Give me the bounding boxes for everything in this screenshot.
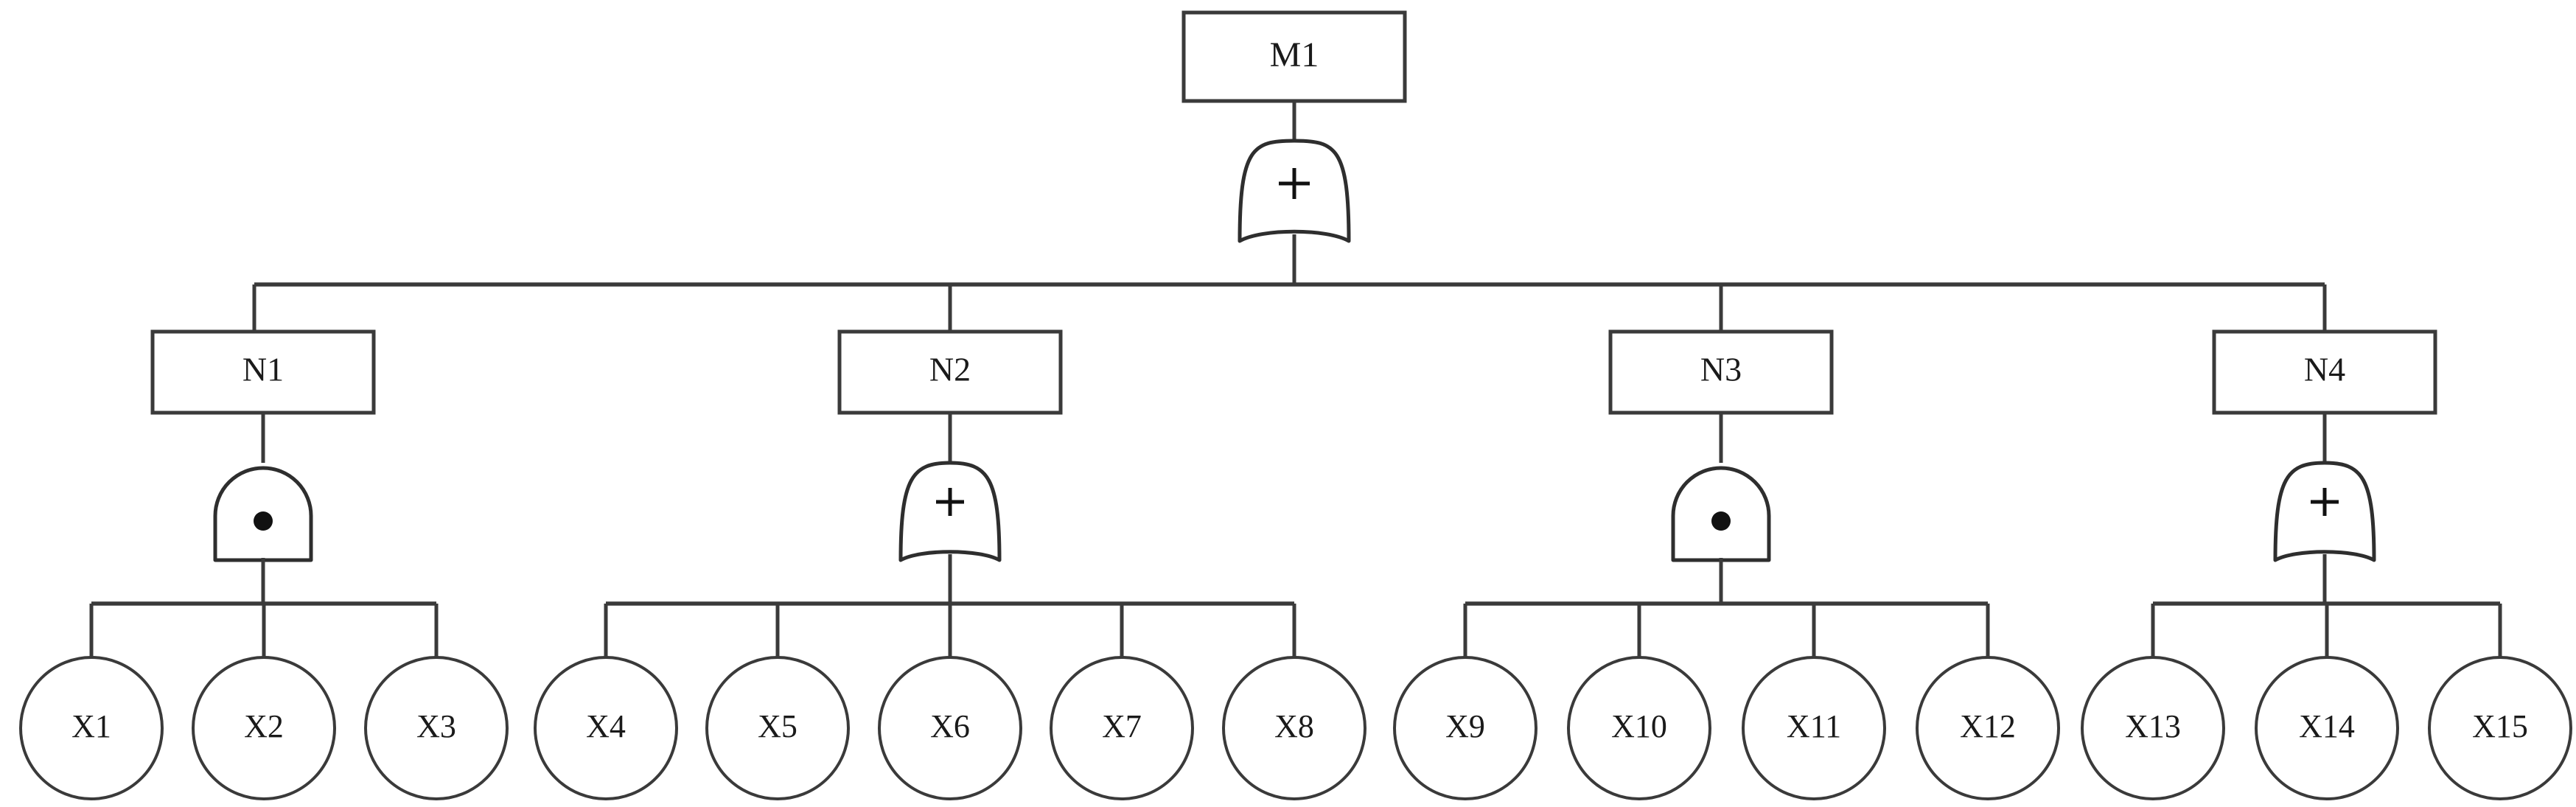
x9-circle[interactable] bbox=[1393, 656, 1537, 800]
n2-box[interactable] bbox=[837, 329, 1063, 415]
top-event-label: M1 bbox=[1270, 35, 1319, 74]
x12-circle[interactable] bbox=[1916, 656, 2060, 800]
x1-label: X1 bbox=[71, 708, 111, 744]
x14-label: X14 bbox=[2299, 708, 2355, 744]
intermediate-event-n2[interactable]: N2 bbox=[837, 329, 1063, 415]
basic-event-x9[interactable]: X9 bbox=[1393, 656, 1537, 800]
gate-and-n3[interactable] bbox=[1671, 466, 1771, 562]
n3-label: N3 bbox=[1700, 351, 1742, 388]
x13-label: X13 bbox=[2125, 708, 2181, 744]
basic-event-x8[interactable]: X8 bbox=[1222, 656, 1366, 800]
intermediate-event-n3[interactable]: N3 bbox=[1608, 329, 1834, 415]
x15-label: X15 bbox=[2472, 708, 2528, 744]
x14-circle[interactable] bbox=[2255, 656, 2399, 800]
x12-label: X12 bbox=[1960, 708, 2016, 744]
n4-box[interactable] bbox=[2212, 329, 2437, 415]
and-gate-dot-icon bbox=[1711, 511, 1731, 531]
x4-label: X4 bbox=[586, 708, 626, 744]
basic-event-x4[interactable]: X4 bbox=[534, 656, 678, 800]
x1-circle[interactable] bbox=[19, 656, 164, 800]
x8-label: X8 bbox=[1274, 708, 1314, 744]
x3-label: X3 bbox=[416, 708, 456, 744]
x4-circle[interactable] bbox=[534, 656, 678, 800]
x11-circle[interactable] bbox=[1742, 656, 1886, 800]
top-event-box[interactable] bbox=[1181, 10, 1407, 103]
x9-label: X9 bbox=[1445, 708, 1485, 744]
x13-circle[interactable] bbox=[2081, 656, 2225, 800]
top-event-m1[interactable]: M1 bbox=[1181, 10, 1407, 103]
basic-event-x11[interactable]: X11 bbox=[1742, 656, 1886, 800]
n2-label: N2 bbox=[929, 351, 971, 388]
gate-or-n2[interactable] bbox=[898, 461, 1002, 562]
intermediate-event-n1[interactable]: N1 bbox=[150, 329, 376, 415]
basic-event-x5[interactable]: X5 bbox=[705, 656, 850, 800]
x15-circle[interactable] bbox=[2428, 656, 2572, 800]
basic-event-x14[interactable]: X14 bbox=[2255, 656, 2399, 800]
basic-event-x12[interactable]: X12 bbox=[1916, 656, 2060, 800]
basic-event-x15[interactable]: X15 bbox=[2428, 656, 2572, 800]
x7-circle[interactable] bbox=[1050, 656, 1194, 800]
x8-circle[interactable] bbox=[1222, 656, 1366, 800]
x10-circle[interactable] bbox=[1567, 656, 1711, 800]
basic-event-x2[interactable]: X2 bbox=[192, 656, 336, 800]
x11-label: X11 bbox=[1787, 708, 1841, 744]
and-gate-dot-icon bbox=[254, 511, 273, 531]
x10-label: X10 bbox=[1611, 708, 1667, 744]
or-gate-plus-icon bbox=[936, 488, 964, 516]
x7-label: X7 bbox=[1102, 708, 1142, 744]
gate-and-n1[interactable] bbox=[213, 466, 313, 562]
x6-label: X6 bbox=[930, 708, 970, 744]
intermediate-event-n4[interactable]: N4 bbox=[2212, 329, 2437, 415]
n1-label: N1 bbox=[242, 351, 284, 388]
x2-circle[interactable] bbox=[192, 656, 336, 800]
gate-or-n4[interactable] bbox=[2273, 461, 2376, 562]
basic-event-x7[interactable]: X7 bbox=[1050, 656, 1194, 800]
n3-box[interactable] bbox=[1608, 329, 1834, 415]
gate-or-m1[interactable] bbox=[1238, 139, 1351, 243]
basic-event-x10[interactable]: X10 bbox=[1567, 656, 1711, 800]
x3-circle[interactable] bbox=[364, 656, 509, 800]
x6-circle[interactable] bbox=[878, 656, 1022, 800]
basic-event-x6[interactable]: X6 bbox=[878, 656, 1022, 800]
x5-label: X5 bbox=[758, 708, 797, 744]
or-gate-plus-icon bbox=[1279, 168, 1310, 199]
n4-label: N4 bbox=[2304, 351, 2345, 388]
basic-event-x3[interactable]: X3 bbox=[364, 656, 509, 800]
x2-label: X2 bbox=[244, 708, 284, 744]
basic-event-x1[interactable]: X1 bbox=[19, 656, 164, 800]
basic-event-x13[interactable]: X13 bbox=[2081, 656, 2225, 800]
or-gate-plus-icon bbox=[2311, 488, 2339, 516]
x5-circle[interactable] bbox=[705, 656, 850, 800]
